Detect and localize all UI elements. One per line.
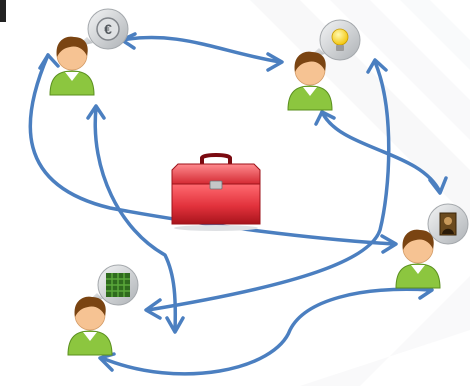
euro-coin-icon: € [96,17,120,41]
arrow-heads [38,32,448,372]
green-pattern-icon [106,273,130,297]
mona-lisa-painting-icon [439,212,457,236]
background-rays [250,0,470,386]
lightbulb-icon [331,28,349,51]
person-top-left[interactable]: € [49,8,129,96]
speech-bubble [86,264,139,306]
person-right[interactable] [395,203,469,289]
person-top-right[interactable] [287,19,361,111]
svg-text:€: € [104,21,112,37]
person-bottom-left[interactable] [67,264,139,356]
arrow-top-right-bottom-left [146,60,391,312]
arrow-top-left-right [28,53,397,246]
toolbox-icon [171,153,261,231]
connection-arrows [28,35,442,376]
person-icon [67,296,113,356]
arrow-top-left-top-right [120,35,282,64]
arrow-right-bottom-left [100,287,432,376]
arrow-top-left-bottom [93,106,178,332]
speech-bubble [416,203,469,245]
edge-mark [0,0,6,22]
